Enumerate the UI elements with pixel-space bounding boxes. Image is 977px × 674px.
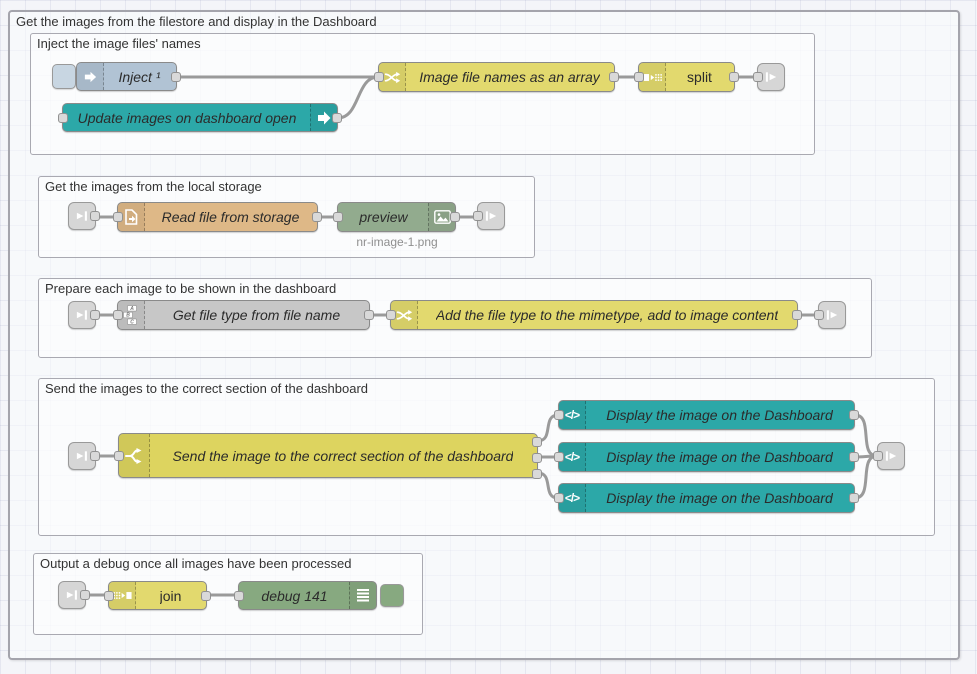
output-port[interactable] <box>80 590 90 600</box>
input-port[interactable] <box>753 72 763 82</box>
input-port[interactable] <box>386 310 396 320</box>
node-label: Send the image to the correct section of… <box>172 447 514 464</box>
link-in-icon <box>76 310 87 320</box>
input-port[interactable] <box>554 410 564 420</box>
group-outer-title: Get the images from the filestore and di… <box>16 14 377 29</box>
link-out-icon <box>885 451 896 461</box>
node-image-preview[interactable]: preview <box>333 202 460 232</box>
node-link-in[interactable] <box>68 301 100 329</box>
output-port[interactable] <box>90 211 100 221</box>
output-port-1[interactable] <box>532 437 542 447</box>
output-port[interactable] <box>171 71 181 82</box>
code-icon: </> <box>559 401 586 429</box>
input-port[interactable] <box>634 72 644 82</box>
input-port[interactable] <box>873 451 883 461</box>
input-port[interactable] <box>104 590 114 601</box>
switch-branch-icon <box>119 434 150 477</box>
link-in-icon <box>66 590 77 600</box>
node-display-dashboard-2[interactable]: </> Display the image on the Dashboard <box>554 442 859 472</box>
node-label: Get file type from file name <box>172 307 341 323</box>
node-function-mimetype[interactable]: Add the file type to the mimetype, add t… <box>386 300 802 330</box>
group-send-title: Send the images to the correct section o… <box>45 381 369 396</box>
svg-text:C: C <box>130 319 134 325</box>
node-link-in[interactable] <box>68 202 100 230</box>
group-prepare-title: Prepare each image to be shown in the da… <box>45 281 337 296</box>
node-display-dashboard-3[interactable]: </> Display the image on the Dashboard <box>554 483 859 513</box>
group-inject[interactable]: Inject the image files' names <box>30 33 815 155</box>
output-port[interactable] <box>450 212 460 222</box>
output-port[interactable] <box>312 212 322 222</box>
node-label: preview <box>359 209 408 225</box>
node-read-file[interactable]: Read file from storage <box>113 202 322 232</box>
group-inject-title: Inject the image files' names <box>37 36 201 51</box>
node-status: nr-image-1.png <box>356 235 438 249</box>
node-display-dashboard-1[interactable]: </> Display the image on the Dashboard <box>554 400 859 430</box>
svg-text:B: B <box>126 313 130 319</box>
link-in-icon <box>76 211 87 221</box>
node-label: Update images on dashboard open <box>77 109 297 126</box>
node-label: join <box>159 587 182 604</box>
input-port[interactable] <box>554 452 564 462</box>
node-label: debug 141 <box>261 587 328 604</box>
output-port[interactable] <box>90 310 100 320</box>
node-label: Display the image on the Dashboard <box>606 449 833 465</box>
input-port[interactable] <box>374 72 384 82</box>
node-label: Display the image on the Dashboard <box>606 490 833 506</box>
input-port[interactable] <box>58 112 68 123</box>
node-label: Read file from storage <box>161 209 300 225</box>
node-debug[interactable]: debug 141 <box>234 581 377 610</box>
link-in-icon <box>76 451 87 461</box>
input-port[interactable] <box>473 211 483 221</box>
output-port[interactable] <box>729 72 739 82</box>
output-port[interactable] <box>332 112 342 123</box>
input-port[interactable] <box>333 212 343 222</box>
output-port[interactable] <box>849 410 859 420</box>
input-port[interactable] <box>234 590 244 601</box>
node-get-file-type[interactable]: A B C Get file type from file name <box>113 300 374 330</box>
output-port-3[interactable] <box>532 469 542 479</box>
output-port[interactable] <box>609 72 619 82</box>
node-link-out[interactable] <box>873 442 905 470</box>
inject-trigger-button[interactable] <box>52 64 76 89</box>
link-out-icon <box>826 310 837 320</box>
svg-text:A: A <box>129 306 134 312</box>
debug-toggle-button[interactable] <box>380 584 404 607</box>
group-output-title: Output a debug once all images have been… <box>40 556 352 571</box>
output-port-2[interactable] <box>532 453 542 463</box>
node-link-out[interactable] <box>753 63 785 91</box>
node-label: Inject ¹ <box>118 68 161 85</box>
output-port[interactable] <box>201 590 211 601</box>
node-link-in[interactable] <box>68 442 100 470</box>
output-port[interactable] <box>849 452 859 462</box>
node-ui-control[interactable]: Update images on dashboard open <box>58 103 342 132</box>
link-out-icon <box>485 211 496 221</box>
input-port[interactable] <box>554 493 564 503</box>
node-inject[interactable]: Inject ¹ <box>76 62 181 91</box>
output-port[interactable] <box>792 310 802 320</box>
output-port[interactable] <box>90 451 100 461</box>
inject-arrow-icon <box>77 63 104 90</box>
link-out-icon <box>765 72 776 82</box>
node-function-image-array[interactable]: Image file names as an array <box>374 62 619 92</box>
node-label: Display the image on the Dashboard <box>606 407 833 423</box>
node-join[interactable]: join <box>104 581 211 610</box>
node-link-out[interactable] <box>473 202 505 230</box>
node-label: split <box>687 69 712 85</box>
input-port[interactable] <box>814 310 824 320</box>
input-port[interactable] <box>113 212 123 222</box>
file-icon <box>118 203 145 231</box>
input-port[interactable] <box>114 450 124 461</box>
node-label: Add the file type to the mimetype, add t… <box>435 307 779 323</box>
node-split[interactable]: split <box>634 62 739 92</box>
input-port[interactable] <box>113 310 123 320</box>
group-storage-title: Get the images from the local storage <box>45 179 262 194</box>
output-port[interactable] <box>364 310 374 320</box>
output-port[interactable] <box>849 493 859 503</box>
node-label: Image file names as an array <box>419 69 600 85</box>
debug-list-icon <box>349 582 376 609</box>
node-link-in[interactable] <box>58 581 90 609</box>
node-switch-send[interactable]: Send the image to the correct section of… <box>114 433 542 479</box>
node-link-out[interactable] <box>814 301 846 329</box>
